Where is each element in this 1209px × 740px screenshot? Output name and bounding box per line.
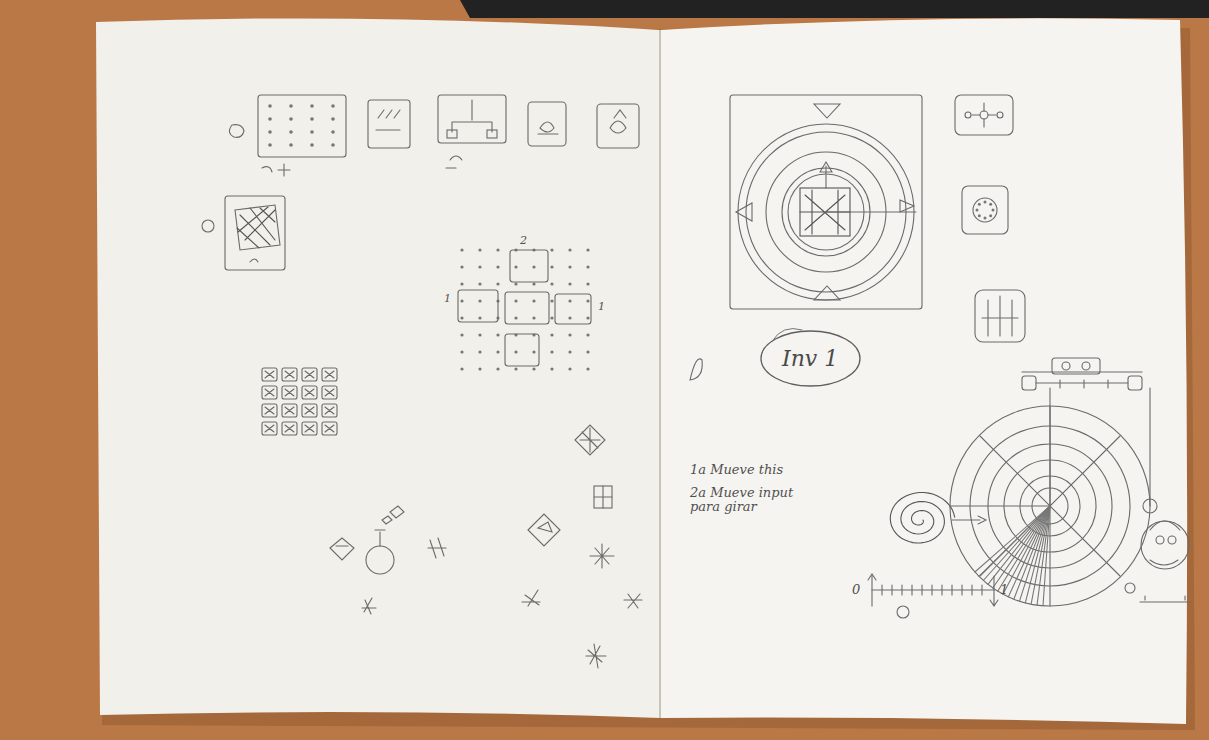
handwritten-note: 1 — [444, 292, 451, 305]
handwritten-note: 1 — [1000, 582, 1008, 597]
handwritten-note: 2 — [520, 234, 527, 247]
handwritten-note: 1a Mueve this — [690, 462, 783, 477]
handwritten-note: 1 — [598, 300, 605, 313]
sketch-oval: Inv 1 — [760, 330, 861, 387]
handwritten-note: 2a Mueve input para girar — [690, 486, 812, 515]
handwritten-text: Inv 1 — [782, 346, 839, 371]
handwritten-note: 0 — [852, 582, 860, 597]
